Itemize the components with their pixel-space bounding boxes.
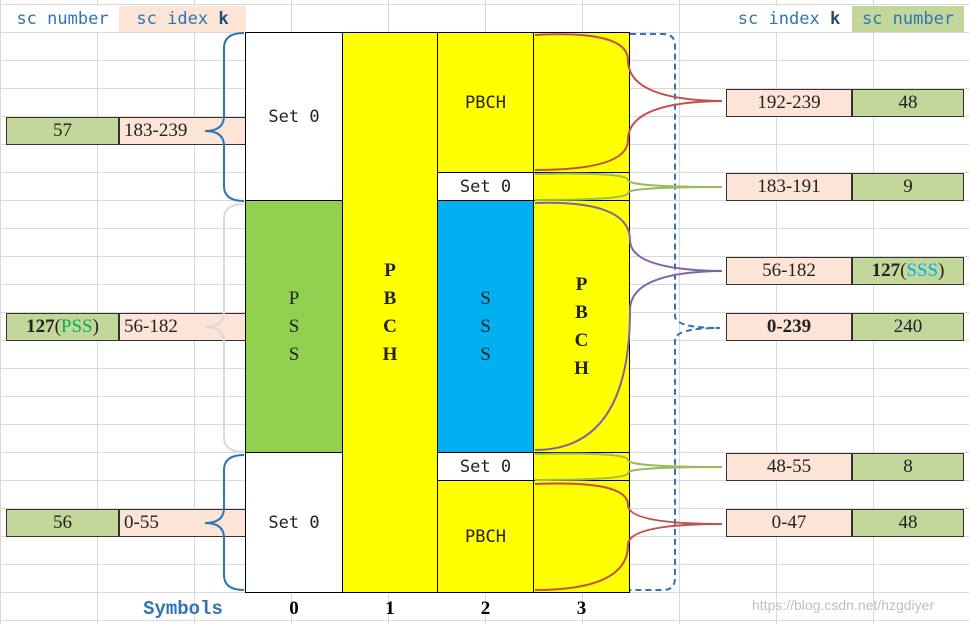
green-bracket-bottom bbox=[534, 452, 723, 481]
left-brace-bottom bbox=[204, 454, 245, 591]
right-row-4-number: 240 bbox=[852, 313, 964, 341]
right-header-sc-number: sc number bbox=[852, 6, 964, 32]
green-bracket-top bbox=[534, 172, 723, 201]
purple-bracket bbox=[534, 201, 723, 451]
right-row-3-number: 127(SSS) bbox=[852, 257, 964, 285]
left-brace-middle bbox=[204, 203, 245, 453]
right-row-1-index: 192-239 bbox=[726, 89, 852, 117]
left-brace-top bbox=[204, 32, 245, 202]
watermark: https://blog.csdn.net/hzgdiyer bbox=[752, 597, 935, 613]
right-dashed-brace bbox=[630, 33, 721, 591]
right-row-6-index: 0-47 bbox=[726, 509, 852, 537]
right-header-sc-index: sc index k bbox=[726, 6, 852, 32]
right-row-1-number: 48 bbox=[852, 89, 964, 117]
symbol-2: 2 bbox=[480, 598, 491, 619]
symbol-3: 3 bbox=[576, 598, 587, 619]
left-row-2-number: 127(PSS) bbox=[6, 313, 119, 341]
symbol3-pbch-top bbox=[533, 32, 630, 173]
right-row-5-index: 48-55 bbox=[726, 453, 852, 481]
right-row-2-index: 183-191 bbox=[726, 173, 852, 201]
left-header-sc-idex: sc idex k bbox=[119, 6, 246, 32]
left-row-2-index: 56-182 bbox=[119, 313, 246, 341]
left-row-3-number: 56 bbox=[6, 509, 119, 537]
right-row-2-number: 9 bbox=[852, 173, 964, 201]
red-bracket-bottom bbox=[534, 482, 723, 591]
symbol2-set0-bottom: Set 0 bbox=[437, 452, 534, 481]
right-row-6-number: 48 bbox=[852, 509, 964, 537]
symbol3-set0-bottom bbox=[533, 452, 630, 481]
right-row-4-index: 0-239 bbox=[726, 313, 852, 341]
symbol-1: 1 bbox=[385, 598, 395, 619]
left-row-1-index: 183-239 bbox=[119, 117, 246, 145]
left-header-sc-number: sc number bbox=[6, 6, 119, 32]
right-row-3-index: 56-182 bbox=[726, 257, 852, 285]
symbol-0: 0 bbox=[289, 598, 299, 619]
symbol2-pbch-bottom: PBCH bbox=[437, 480, 534, 593]
symbols-label: Symbols bbox=[143, 598, 223, 620]
left-row-1-number: 57 bbox=[6, 117, 119, 145]
symbol0-set0-top: Set 0 bbox=[245, 32, 343, 201]
right-row-5-number: 8 bbox=[852, 453, 964, 481]
red-bracket-top bbox=[534, 33, 723, 171]
left-row-3-index: 0-55 bbox=[119, 509, 246, 537]
